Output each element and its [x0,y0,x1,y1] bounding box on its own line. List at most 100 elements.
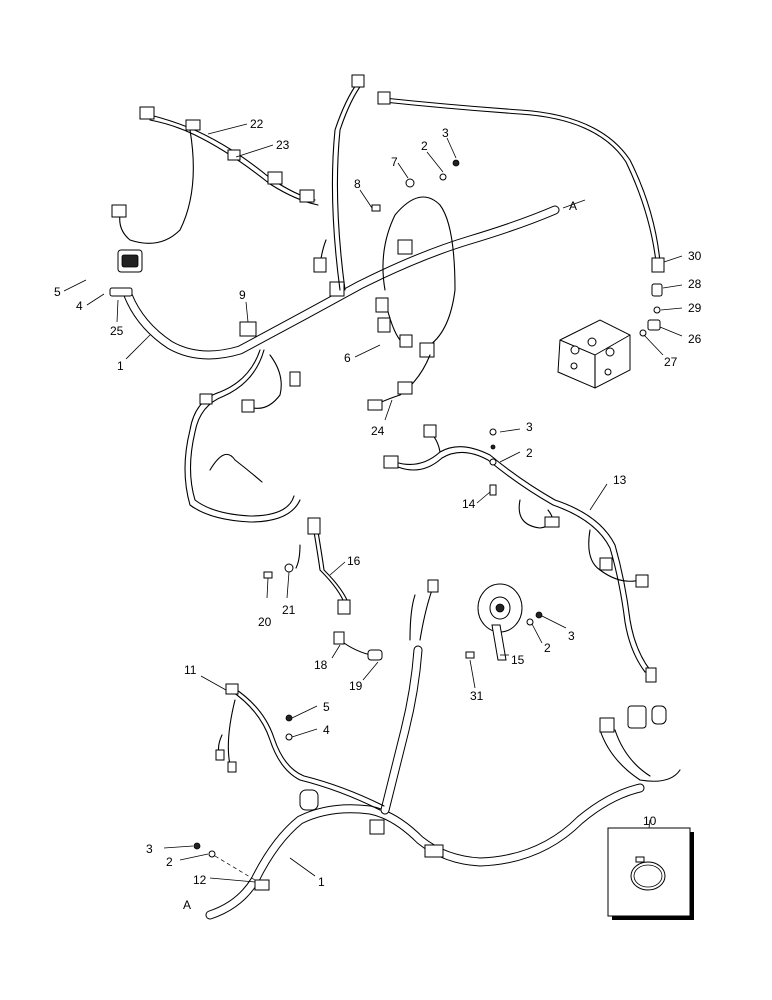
callout-2: 2 [526,446,533,460]
connector-icon [651,257,665,273]
callout-19: 19 [349,679,363,693]
callout-8: 8 [354,177,361,191]
connector-icon [424,844,444,858]
connector-icon [377,317,391,333]
harness-11 [215,683,385,811]
connector-icon [333,631,345,645]
connector-icon [367,399,383,411]
callout-29: 29 [688,301,702,315]
callout-4: 4 [76,299,83,313]
callout-3: 3 [146,842,153,856]
callout-30: 30 [688,249,702,263]
hardware-top [371,159,460,212]
harness-16 [263,517,383,661]
clip-icon [225,683,239,695]
callout-31: 31 [470,689,484,703]
connector-icon [627,705,647,729]
sensor-harness-22 [111,106,319,244]
connector-icon [419,342,435,358]
callout-15: 15 [511,653,525,667]
clip-icon [254,879,270,891]
connector-icon [313,257,327,273]
clip-icon [369,819,385,835]
lower-main-harness [205,579,681,920]
callout-26: 26 [688,332,702,346]
callout-10: 10 [643,814,657,828]
connector-icon [544,516,560,528]
callout-1: 1 [117,359,124,373]
connector-icon [383,455,399,469]
callout-25: 25 [110,324,124,338]
connector-icon [635,574,649,588]
clip-icon [227,149,241,161]
cab-loop-harness [184,349,301,523]
connector-face-icon [121,254,139,268]
cable-tie-icon [630,861,666,891]
clip-icon [397,239,413,255]
callout-13: 13 [613,473,627,487]
callout-A: A [569,199,577,213]
callout-27: 27 [664,355,678,369]
grommet-icon [299,789,319,811]
callout-3: 3 [442,126,449,140]
callout-23: 23 [276,138,290,152]
connector-icon [139,106,155,120]
callout-1: 1 [318,875,325,889]
callout-3: 3 [526,420,533,434]
inset-box-10 [607,819,694,920]
callout-24: 24 [371,424,385,438]
upper-branch-wires [313,74,665,411]
cable-tie-head-icon [635,856,645,863]
connector-icon [241,399,255,413]
callout-9: 9 [239,288,246,302]
connector-icon [111,204,127,218]
bracket-icon [109,287,133,297]
callout-2: 2 [166,855,173,869]
connector-icon [599,557,613,571]
callout-12: 12 [193,873,207,887]
leader-lines [63,123,683,883]
connector-icon [299,189,315,203]
connector-icon [423,424,437,438]
callout-28: 28 [688,277,702,291]
connector-icon [377,91,391,105]
connector-icon [375,297,389,313]
connector-icon [267,171,283,185]
callout-16: 16 [347,554,361,568]
connector-icon [199,393,213,405]
connector-icon [397,381,413,395]
callout-2: 2 [544,641,551,655]
callout-7: 7 [391,155,398,169]
connector-icon [215,749,225,761]
callout-22: 22 [250,117,264,131]
callout-5: 5 [323,700,330,714]
connector-icon [289,371,301,387]
clip-icon [185,119,201,131]
callout-18: 18 [314,658,328,672]
upper-main-harness [109,205,560,360]
callout-A: A [183,898,191,912]
hardware-lower-left [193,842,256,881]
callout-14: 14 [462,497,476,511]
connector-icon [427,579,439,593]
callout-2: 2 [421,139,428,153]
callout-5: 5 [54,285,61,299]
callout-20: 20 [258,615,272,629]
clip-icon [329,281,345,297]
clip-icon [239,321,257,337]
connector-icon [651,705,667,725]
connector-icon [645,667,657,683]
connector-icon [351,74,365,88]
callout-21: 21 [282,603,296,617]
connector-icon [599,717,615,733]
callout-11: 11 [184,663,197,677]
connector-icon [337,599,351,615]
callout-6: 6 [344,351,351,365]
connector-icon [399,334,413,348]
callouts: 22 23 2 3 7 8 A 5 4 25 9 1 30 28 29 26 2… [54,117,702,912]
connector-icon [227,761,237,773]
connector-icon [307,517,321,535]
horn [465,583,543,661]
callout-3: 3 [568,629,575,643]
